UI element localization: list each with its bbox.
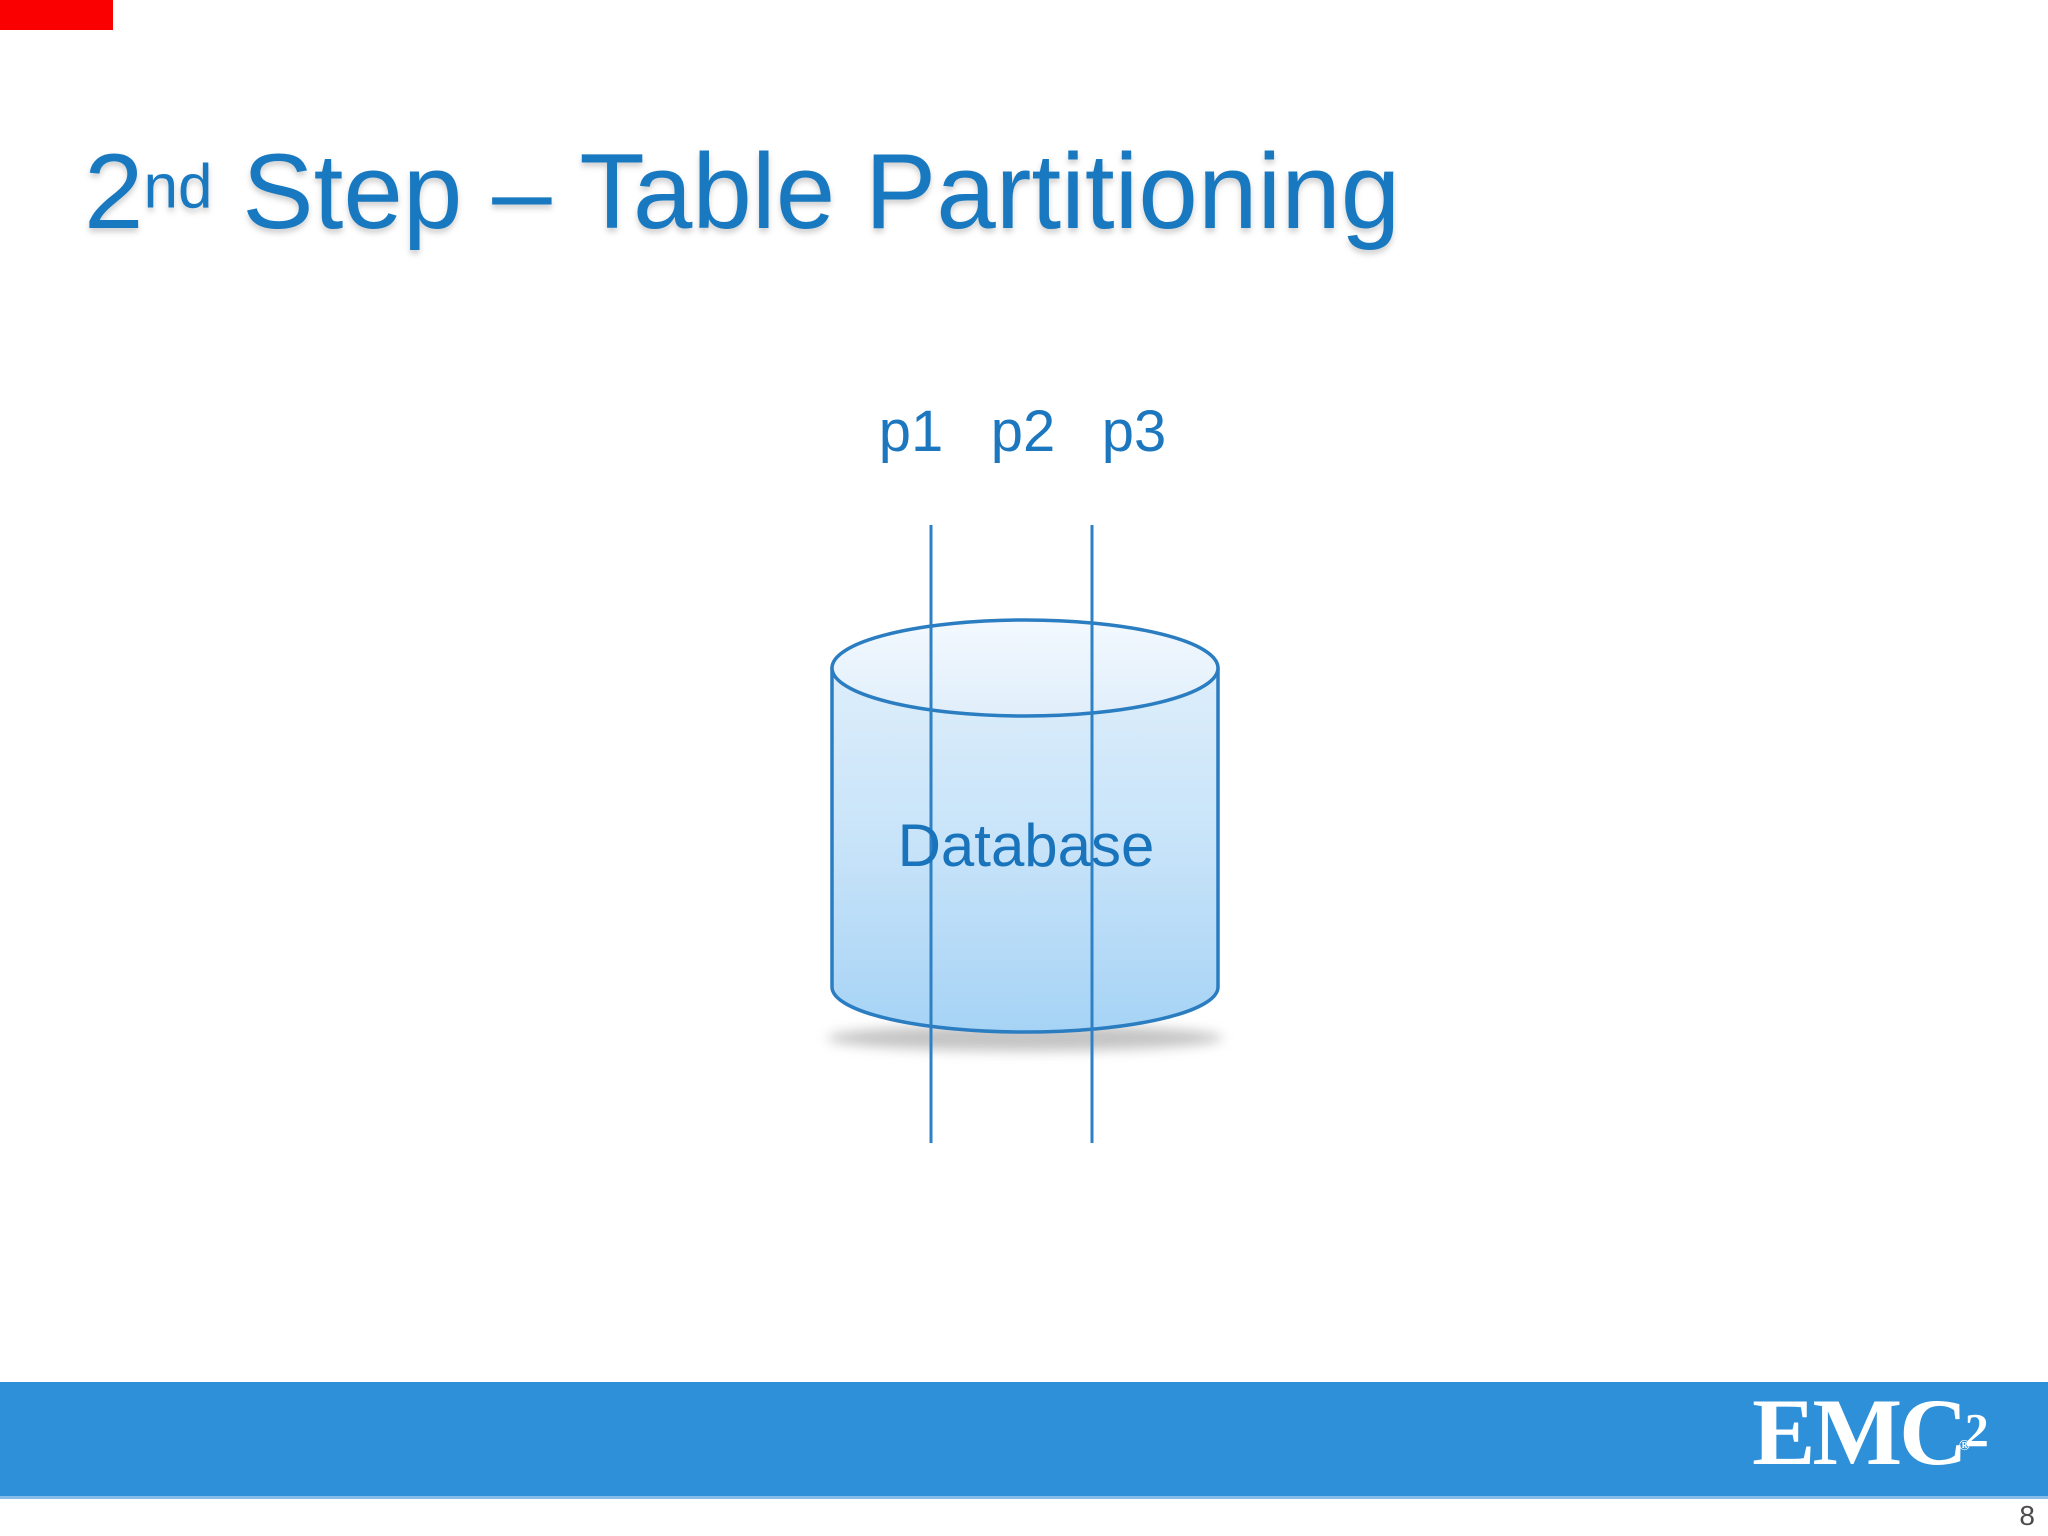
partition-label-p3: p3 bbox=[1101, 399, 1167, 464]
title-superscript: nd bbox=[143, 152, 213, 222]
emc-logo-registered-mark: ® bbox=[1958, 1438, 1970, 1454]
slide-title: 2nd Step – Table Partitioning bbox=[84, 138, 1400, 245]
emc-logo-text: EMC bbox=[1752, 1379, 1968, 1485]
partition-label-p1: p1 bbox=[878, 399, 944, 464]
page-number: 8 bbox=[2019, 1500, 2035, 1531]
emc-logo: EMC2® bbox=[1752, 1385, 1989, 1480]
emc-logo-superscript: 2 bbox=[1964, 1404, 1989, 1458]
cylinder-top bbox=[830, 618, 1220, 718]
cylinder-body bbox=[830, 666, 1220, 1034]
recording-indicator-bar bbox=[0, 0, 113, 30]
cylinder-shadow bbox=[827, 1025, 1223, 1051]
title-base: 2 bbox=[84, 131, 144, 251]
footer-bar: EMC2® bbox=[0, 1382, 2048, 1499]
partition-label-p2: p2 bbox=[990, 399, 1056, 464]
cylinder-label: Database bbox=[897, 812, 1155, 879]
title-rest: Step – Table Partitioning bbox=[212, 131, 1401, 251]
